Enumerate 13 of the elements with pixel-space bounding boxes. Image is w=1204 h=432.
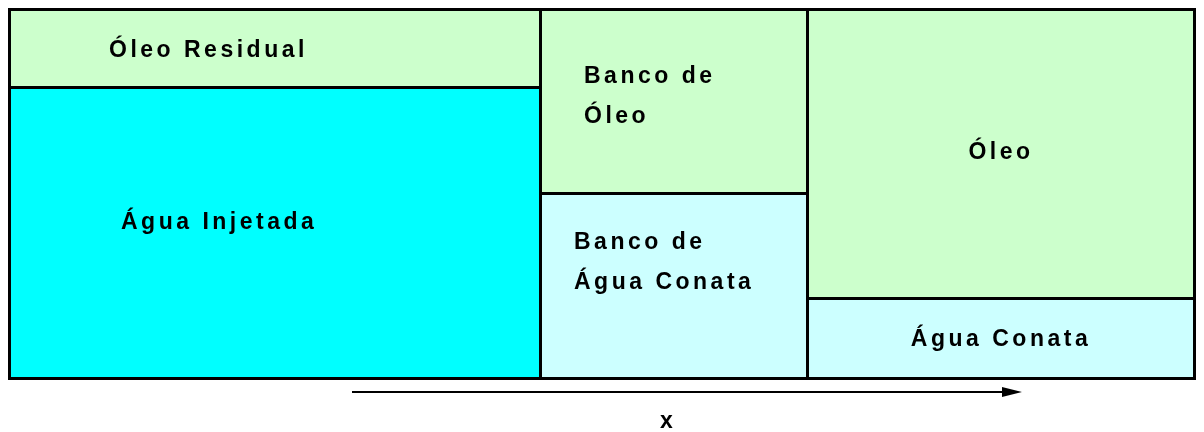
region-box	[539, 8, 809, 195]
region-label: Água Conata	[909, 323, 1093, 353]
region-label: Banco de Óleo	[584, 61, 717, 130]
axis-label: x	[660, 407, 673, 432]
region-box	[806, 297, 1196, 380]
region-label: Óleo	[967, 136, 1035, 166]
region-box	[8, 86, 542, 380]
region-label: Banco de Água Conata	[574, 227, 756, 296]
region-box	[806, 8, 1196, 300]
region-label: Óleo Residual	[109, 34, 309, 64]
region-box	[539, 192, 809, 380]
region-label: Água Injetada	[121, 206, 319, 236]
region-box	[8, 8, 542, 89]
